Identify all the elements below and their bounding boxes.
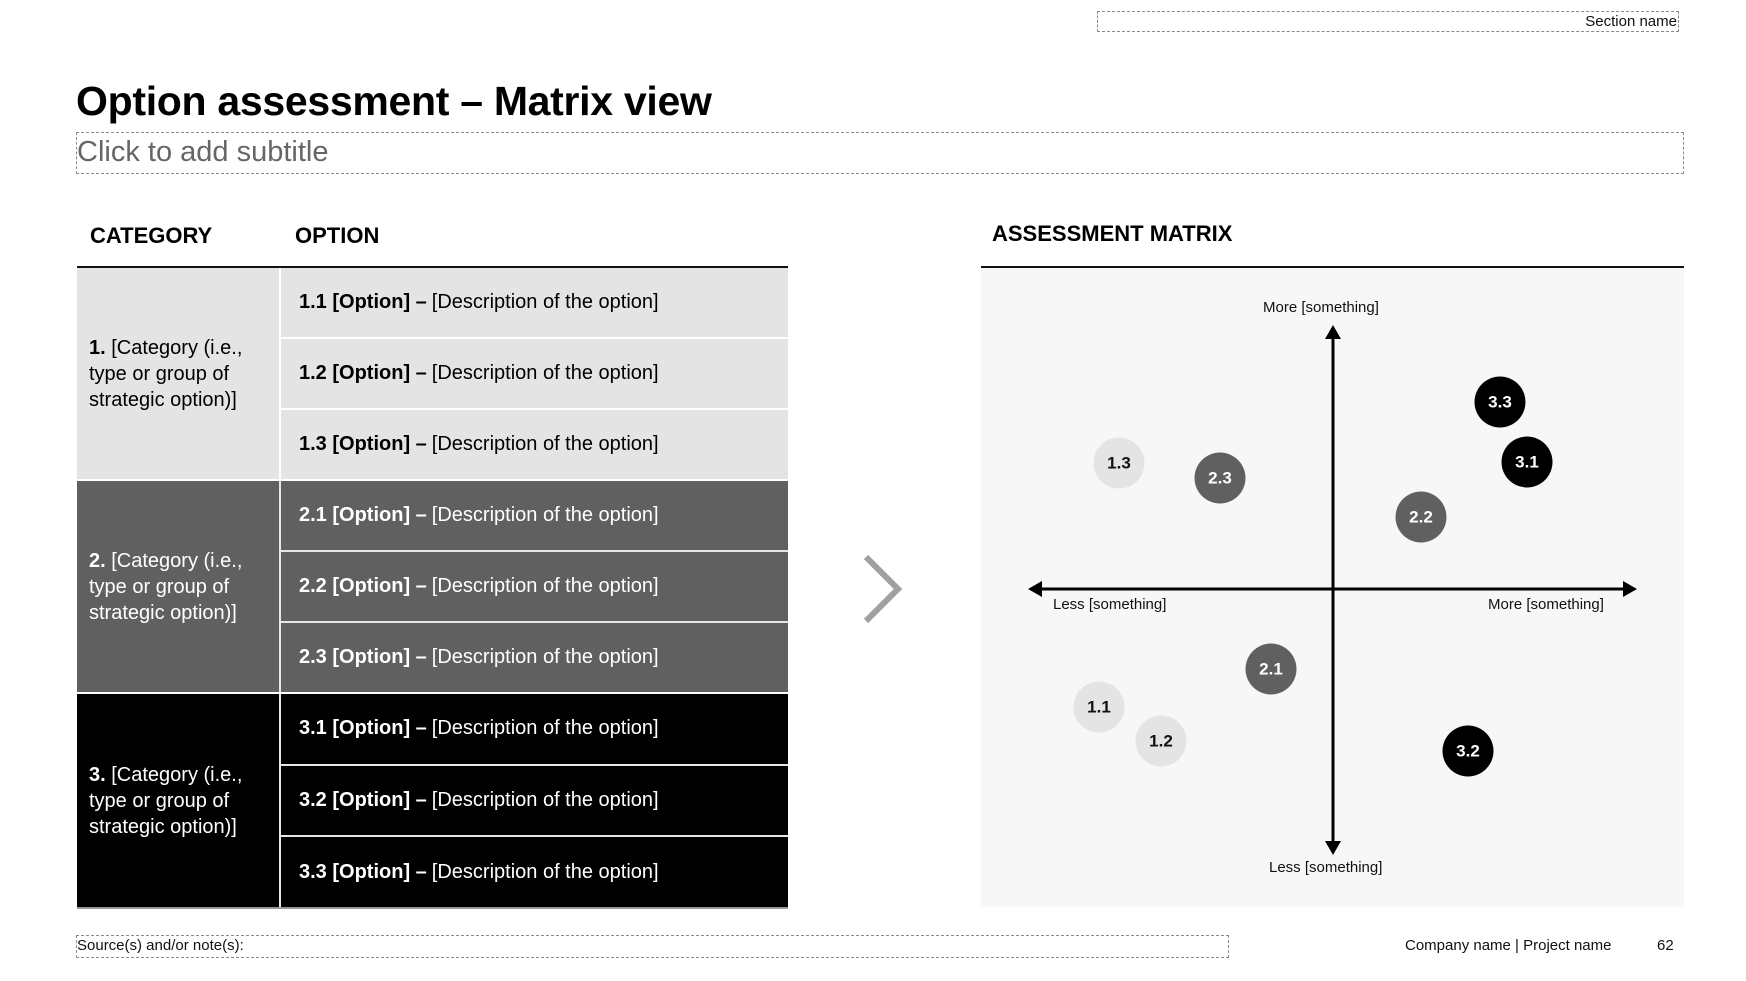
option-id: 1.1 [Option] – bbox=[299, 291, 427, 313]
option-bubble-1-3[interactable]: 1.3 bbox=[1093, 437, 1145, 489]
bubble-label: 1.2 bbox=[1149, 731, 1173, 750]
category-cell[interactable]: 3. [Category (i.e., type or group of str… bbox=[77, 694, 281, 907]
category-label: [Category (i.e., type or group of strate… bbox=[89, 336, 243, 411]
option-cell[interactable]: 3.1 [Option] –[Description of the option… bbox=[281, 694, 788, 766]
table-bottom-rule bbox=[77, 907, 788, 909]
category-number: 2. bbox=[89, 549, 106, 572]
category-group-2: 2. [Category (i.e., type or group of str… bbox=[77, 481, 788, 694]
category-group-1: 1. [Category (i.e., type or group of str… bbox=[77, 268, 788, 481]
category-label: [Category (i.e., type or group of strate… bbox=[89, 763, 243, 838]
matrix-title: ASSESSMENT MATRIX bbox=[992, 221, 1233, 246]
category-number: 3. bbox=[89, 763, 106, 786]
option-cell[interactable]: 3.3 [Option] –[Description of the option… bbox=[281, 837, 788, 907]
option-id: 3.2 [Option] – bbox=[299, 789, 427, 811]
bubble-label: 3.1 bbox=[1515, 452, 1539, 471]
option-description: [Description of the option] bbox=[431, 362, 659, 384]
option-cell[interactable]: 1.2 [Option] –[Description of the option… bbox=[281, 339, 788, 410]
category-label: [Category (i.e., type or group of strate… bbox=[89, 549, 243, 624]
arrow-down-icon bbox=[1325, 841, 1341, 855]
option-description: [Description of the option] bbox=[431, 575, 659, 597]
x-axis-right-label: More [something] bbox=[1488, 596, 1604, 613]
x-axis-left-label: Less [something] bbox=[1053, 596, 1167, 613]
option-id: 1.2 [Option] – bbox=[299, 362, 427, 384]
arrow-left-icon bbox=[1028, 581, 1042, 597]
source-notes-placeholder[interactable]: Source(s) and/or note(s): bbox=[76, 935, 1229, 958]
option-bubble-3-2[interactable]: 3.2 bbox=[1442, 725, 1494, 777]
option-id: 3.3 [Option] – bbox=[299, 860, 427, 883]
options-table: 1. [Category (i.e., type or group of str… bbox=[77, 268, 788, 907]
page-number: 62 bbox=[1657, 937, 1674, 954]
option-cell[interactable]: 2.2 [Option] –[Description of the option… bbox=[281, 552, 788, 623]
y-axis-top-label: More [something] bbox=[1263, 299, 1379, 316]
option-cell[interactable]: 1.3 [Option] –[Description of the option… bbox=[281, 410, 788, 479]
option-bubble-3-3[interactable]: 3.3 bbox=[1474, 376, 1526, 428]
option-bubble-2-2[interactable]: 2.2 bbox=[1395, 491, 1447, 543]
section-name-placeholder[interactable]: Section name bbox=[1097, 11, 1679, 32]
option-bubble-3-1[interactable]: 3.1 bbox=[1501, 436, 1553, 488]
bubble-label: 3.2 bbox=[1456, 741, 1480, 760]
option-bubble-1-1[interactable]: 1.1 bbox=[1073, 681, 1125, 733]
arrow-right-icon bbox=[1623, 581, 1637, 597]
category-number: 1. bbox=[89, 336, 106, 359]
bubble-label: 2.1 bbox=[1259, 659, 1283, 678]
footer-company-project: Company name | Project name bbox=[1405, 937, 1612, 954]
chevron-right-icon bbox=[863, 554, 903, 624]
option-description: [Description of the option] bbox=[431, 504, 659, 526]
source-notes-label: Source(s) and/or note(s): bbox=[77, 937, 244, 954]
y-axis-bottom-label: Less [something] bbox=[1269, 859, 1383, 876]
table-header-rule bbox=[77, 266, 788, 268]
option-id: 2.3 [Option] – bbox=[299, 646, 427, 668]
option-column-header: OPTION bbox=[295, 223, 380, 248]
option-bubble-2-1[interactable]: 2.1 bbox=[1245, 643, 1297, 695]
assessment-matrix: More [something] Less [something] Less [… bbox=[981, 268, 1684, 907]
subtitle-placeholder[interactable]: Click to add subtitle bbox=[76, 132, 1684, 174]
option-id: 1.3 [Option] – bbox=[299, 433, 427, 455]
bubble-label: 1.3 bbox=[1107, 453, 1131, 472]
option-description: [Description of the option] bbox=[431, 646, 659, 668]
bubble-label: 3.3 bbox=[1488, 392, 1512, 411]
bubble-label: 2.3 bbox=[1208, 468, 1232, 487]
option-bubble-1-2[interactable]: 1.2 bbox=[1135, 715, 1187, 767]
option-description: [Description of the option] bbox=[431, 291, 659, 313]
option-description: [Description of the option] bbox=[431, 433, 659, 455]
option-description: [Description of the option] bbox=[431, 789, 659, 811]
option-cell[interactable]: 2.3 [Option] –[Description of the option… bbox=[281, 623, 788, 692]
option-bubble-2-3[interactable]: 2.3 bbox=[1194, 452, 1246, 504]
option-id: 2.1 [Option] – bbox=[299, 504, 427, 526]
page-title[interactable]: Option assessment – Matrix view bbox=[76, 78, 712, 124]
option-id: 3.1 [Option] – bbox=[299, 717, 427, 740]
bubble-label: 1.1 bbox=[1087, 697, 1111, 716]
category-cell[interactable]: 2. [Category (i.e., type or group of str… bbox=[77, 481, 281, 692]
option-cell[interactable]: 3.2 [Option] –[Description of the option… bbox=[281, 766, 788, 838]
matrix-header-rule bbox=[981, 266, 1684, 268]
matrix-axes bbox=[1028, 325, 1637, 855]
category-column-header: CATEGORY bbox=[90, 223, 213, 248]
option-cell[interactable]: 2.1 [Option] –[Description of the option… bbox=[281, 481, 788, 552]
category-cell[interactable]: 1. [Category (i.e., type or group of str… bbox=[77, 268, 281, 479]
arrow-up-icon bbox=[1325, 325, 1341, 339]
subtitle-placeholder-text: Click to add subtitle bbox=[77, 136, 329, 168]
option-description: [Description of the option] bbox=[431, 860, 659, 883]
option-id: 2.2 [Option] – bbox=[299, 575, 427, 597]
option-description: [Description of the option] bbox=[431, 717, 659, 740]
table-header: CATEGORY OPTION bbox=[77, 218, 788, 266]
category-group-3: 3. [Category (i.e., type or group of str… bbox=[77, 694, 788, 907]
section-name-text: Section name bbox=[1585, 13, 1677, 30]
option-cell[interactable]: 1.1 [Option] –[Description of the option… bbox=[281, 268, 788, 339]
bubble-label: 2.2 bbox=[1409, 507, 1433, 526]
